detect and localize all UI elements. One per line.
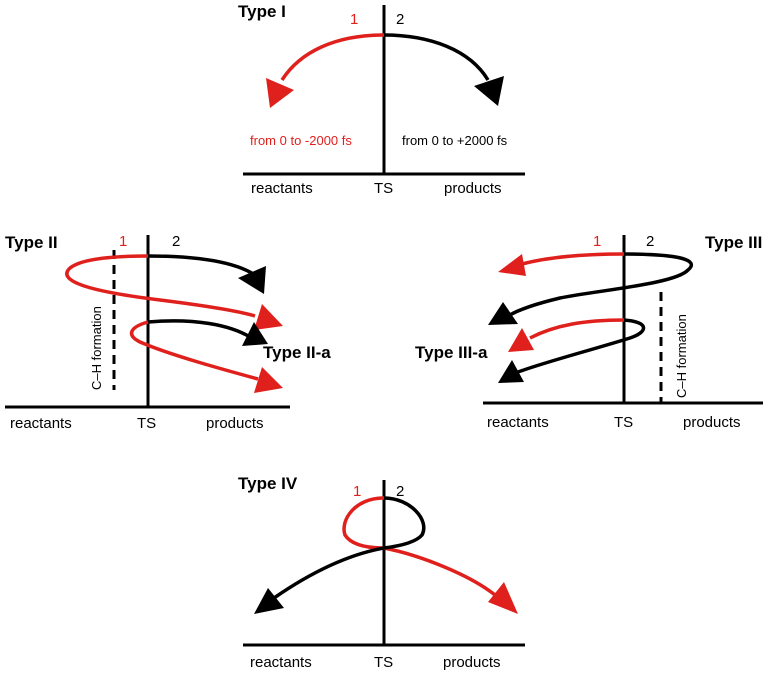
type-iv-title: Type IV (238, 474, 298, 493)
type-iv-trajectory-1 (342, 496, 497, 597)
type-i-note-2: from 0 to +2000 fs (402, 133, 508, 148)
type-iii-trajectory-1-upper (521, 252, 625, 266)
type-i-ts-label: TS (374, 180, 393, 197)
type-ii-reactants-label: reactants (10, 415, 72, 432)
type-ii-trajectory-2-upper (147, 254, 256, 277)
panel-type-i: Type I 1 2 from 0 to -2000 fs from 0 to … (238, 2, 525, 197)
type-iii-label-1: 1 (593, 233, 601, 250)
type-i-trajectory-2 (383, 33, 490, 81)
type-iii-ch-formation-label: C–H formation (674, 314, 689, 398)
type-ii-products-label: products (206, 415, 264, 432)
type-iii-products-label: products (683, 414, 741, 431)
type-i-note-1: from 0 to -2000 fs (250, 133, 352, 148)
type-iii-reactants-label: reactants (487, 414, 549, 431)
type-ii-label-1: 1 (119, 233, 127, 250)
panel-type-ii: Type II C–H formation 1 2 Type II-a reac… (5, 233, 331, 432)
type-iv-label-2: 2 (396, 483, 404, 500)
type-i-label-1: 1 (350, 11, 358, 28)
type-ii-arrowhead-2-lower (242, 322, 268, 346)
type-i-arrowhead-1 (266, 78, 294, 108)
type-ii-title: Type II (5, 233, 58, 252)
type-ii-arrowhead-2-upper (238, 266, 266, 294)
type-iii-arrowhead-2-lower (498, 360, 524, 383)
type-iii-trajectory-2-upper (507, 252, 694, 318)
type-iii-arrowhead-1-upper (498, 254, 526, 276)
type-i-trajectory-1 (280, 33, 385, 81)
type-iv-arrowhead-1 (488, 582, 518, 614)
type-iv-reactants-label: reactants (250, 654, 312, 671)
type-ii-a-title: Type II-a (263, 343, 331, 362)
type-iv-trajectory-2 (273, 496, 426, 600)
type-i-reactants-label: reactants (251, 180, 313, 197)
panel-type-iii: Type III C–H formation 1 2 Type III-a re… (415, 233, 763, 431)
type-iii-arrowhead-1-lower (508, 328, 534, 352)
type-i-label-2: 2 (396, 11, 404, 28)
type-iii-trajectory-2-lower (517, 318, 646, 374)
type-iii-a-title: Type III-a (415, 343, 488, 362)
type-ii-trajectory-1-upper (65, 254, 256, 318)
type-ii-arrowhead-1-upper (254, 304, 283, 330)
type-iii-label-2: 2 (646, 233, 654, 250)
type-ii-trajectory-2-lower (147, 319, 251, 339)
type-iii-ts-label: TS (614, 414, 633, 431)
type-iv-label-1: 1 (353, 483, 361, 500)
type-iv-ts-label: TS (374, 654, 393, 671)
type-iii-arrowhead-2-upper (488, 302, 518, 325)
type-ii-ch-formation-label: C–H formation (89, 306, 104, 390)
panel-type-iv: Type IV 1 2 reactants TS products (238, 474, 525, 671)
type-ii-ts-label: TS (137, 415, 156, 432)
type-iv-products-label: products (443, 654, 501, 671)
type-i-title: Type I (238, 2, 286, 21)
type-iv-arrowhead-2 (254, 588, 284, 614)
type-i-arrowhead-2 (474, 76, 504, 106)
type-i-products-label: products (444, 180, 502, 197)
type-iii-title: Type III (705, 233, 762, 252)
type-iii-trajectory-1-lower (529, 318, 625, 340)
type-ii-label-2: 2 (172, 233, 180, 250)
type-ii-arrowhead-1-lower (254, 367, 283, 393)
type-ii-trajectory-1-lower (129, 320, 259, 381)
